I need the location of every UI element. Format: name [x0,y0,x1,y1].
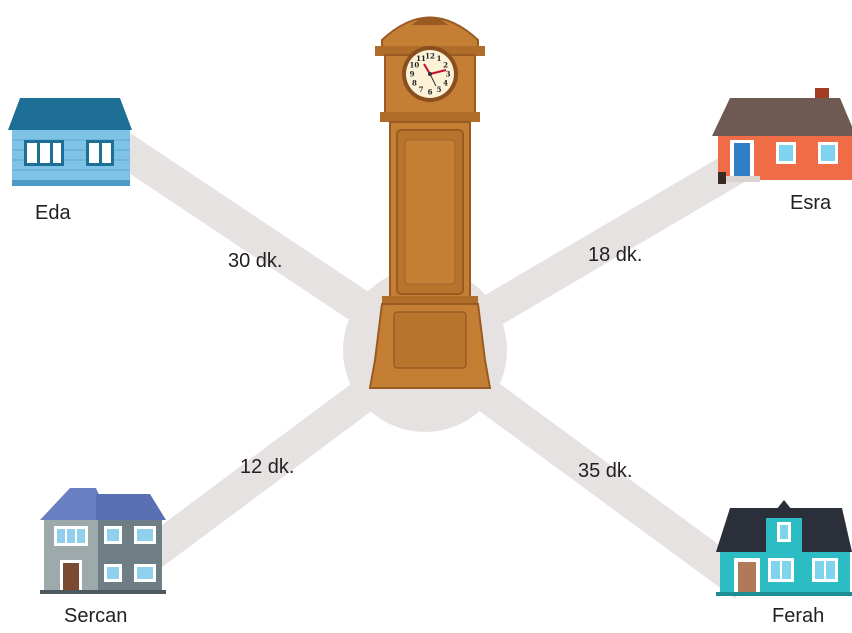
clock-numeral: 5 [437,85,442,94]
sercan-house-icon [40,488,166,594]
house-label-sercan: Sercan [64,605,127,628]
clock-numeral: 7 [419,85,424,94]
clock-numeral: 3 [446,70,451,79]
house-label-ferah: Ferah [772,605,824,628]
house-label-esra: Esra [790,192,831,215]
esra-house-icon [712,88,852,184]
clock-numeral: 9 [410,70,415,79]
clock-numeral: 11 [416,54,426,63]
ferah-house-icon [716,500,852,596]
clock-numeral: 12 [425,52,435,61]
clock-numeral: 4 [443,79,448,88]
travel-time-sercan: 12 dk. [240,456,294,479]
house-label-eda: Eda [35,202,71,225]
road-eda [110,140,425,350]
clock-numeral: 8 [412,79,417,88]
clock-numeral: 2 [443,61,448,70]
travel-time-esra: 18 dk. [588,244,642,267]
travel-time-eda: 30 dk. [228,250,282,273]
clock-numeral: 6 [428,88,433,97]
eda-house-icon [8,98,132,186]
clock-numeral: 1 [437,54,442,63]
travel-time-ferah: 35 dk. [578,460,632,483]
